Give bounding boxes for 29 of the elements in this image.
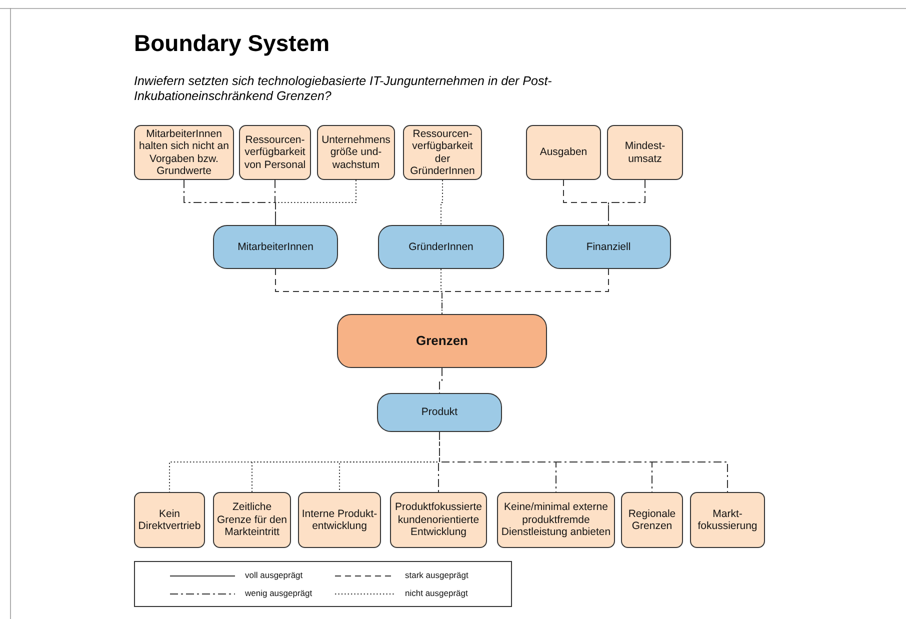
factor-node: Regionale Grenzen <box>621 492 683 548</box>
legend-label: wenig ausgeprägt <box>245 588 312 598</box>
factor-node: Ressourcen-verfügbarkeit der GründerInnen <box>403 125 482 180</box>
central-node: Grenzen <box>337 314 547 368</box>
connector-line <box>440 180 443 226</box>
category-node: Produkt <box>377 393 502 432</box>
factor-node: MitarbeiterInnen halten sich nicht an Vorgaben bzw. Grundwerte <box>134 125 234 180</box>
category-node: MitarbeiterInnen <box>213 225 338 269</box>
factor-node: Zeitliche Grenze für den Markteintritt <box>213 492 291 548</box>
factor-node: Mindest-umsatz <box>607 125 683 180</box>
legend-label: voll ausgeprägt <box>245 570 303 580</box>
factor-node: Produktfokussierte kundenorientierte Entwicklung <box>390 492 487 548</box>
connector-line <box>608 180 646 226</box>
factor-node: Ressourcen-verfügbarkeit von Personal <box>239 125 311 180</box>
legend-label: nicht ausgeprägt <box>405 588 468 598</box>
connector-line <box>439 368 442 394</box>
legend-label: stark ausgeprägt <box>405 570 468 580</box>
connector-line <box>275 180 356 226</box>
connector-line <box>274 180 276 226</box>
factor-node: Ausgaben <box>526 125 601 180</box>
research-question: Inwiefern setzten sich technologiebasierte IT-Jungunternehmen in der Post-Inkubationeinschränkend Grenzen? <box>134 74 553 104</box>
category-node: Finanziell <box>546 225 671 269</box>
factor-node: Kein Direktvertrieb <box>134 492 205 548</box>
diagram-title: Boundary System <box>134 30 330 57</box>
category-node: GründerInnen <box>378 225 504 269</box>
factor-node: Markt-fokussierung <box>690 492 765 548</box>
factor-node: Interne Produkt-entwicklung <box>298 492 381 548</box>
factor-node: Keine/minimal externe produktfremde Dienstleistung anbieten <box>497 492 615 548</box>
factor-node: Unternehmens größe und-wachstum <box>317 125 395 180</box>
